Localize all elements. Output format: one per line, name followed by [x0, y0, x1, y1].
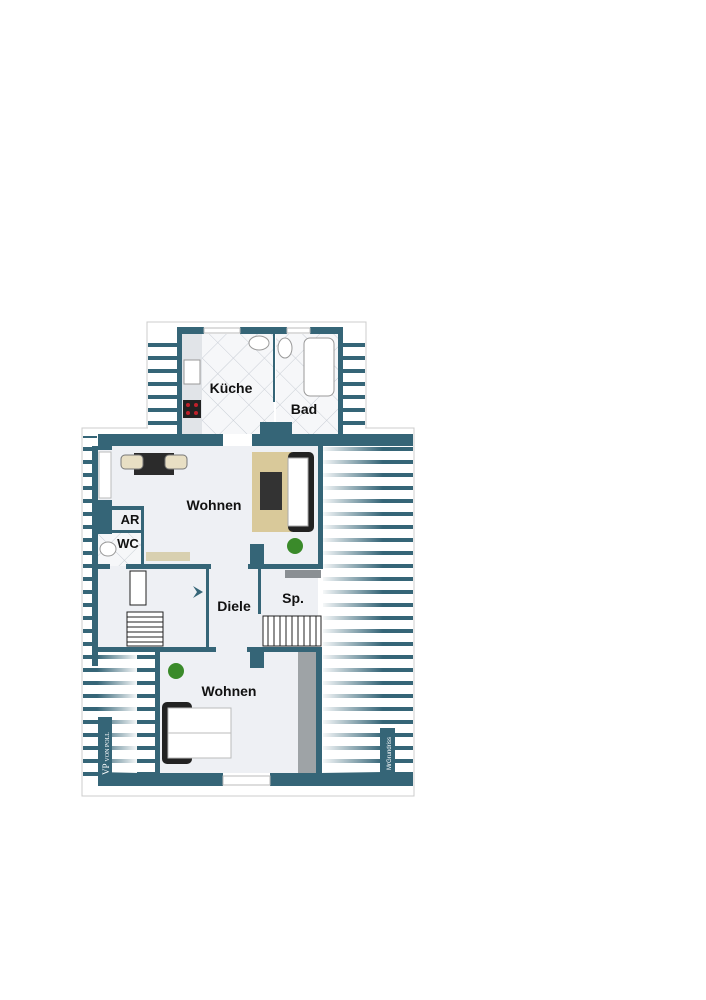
- beam: [298, 652, 316, 773]
- credit-label: MrGrundriss: [380, 728, 395, 773]
- room-label-bad: Bad: [291, 401, 317, 417]
- toilet-icon: [99, 541, 117, 557]
- room-label-ar: AR: [121, 512, 140, 527]
- room-label-wc: WC: [117, 536, 139, 551]
- roof-slope-right-annex: [343, 334, 365, 432]
- bathtub-icon: [303, 337, 335, 397]
- chair-icon: [164, 454, 188, 470]
- svg-text:VP VON POLL: VP VON POLL: [101, 732, 111, 775]
- plant-icon: [287, 538, 303, 554]
- entry-arrow-icon: [193, 586, 203, 598]
- sink-icon: [183, 359, 201, 385]
- toilet-icon: [277, 337, 293, 359]
- windows: [98, 327, 311, 786]
- coffee-table: [260, 472, 282, 510]
- chimney: [285, 570, 321, 578]
- room-label-wohnen-2: Wohnen: [202, 683, 257, 699]
- dining-table: [134, 453, 174, 475]
- von-poll-logo: VP VON POLL: [98, 717, 112, 777]
- room-label-sp: Sp.: [282, 590, 304, 606]
- room-label-diele: Diele: [217, 598, 251, 614]
- staircase-right: [262, 615, 322, 647]
- plant-icon: [168, 663, 184, 679]
- stove-icon: [183, 400, 201, 418]
- sideboard: [146, 552, 190, 561]
- roof-slope-left-annex: [148, 334, 178, 432]
- washbasin-icon: [248, 335, 270, 351]
- svg-text:MrGrundriss: MrGrundriss: [387, 737, 393, 770]
- staircase-left: [126, 570, 164, 647]
- chair-icon: [120, 454, 144, 470]
- walls: [92, 327, 413, 786]
- room-label-kueche: Küche: [210, 380, 253, 396]
- room-label-wohnen: Wohnen: [187, 497, 242, 513]
